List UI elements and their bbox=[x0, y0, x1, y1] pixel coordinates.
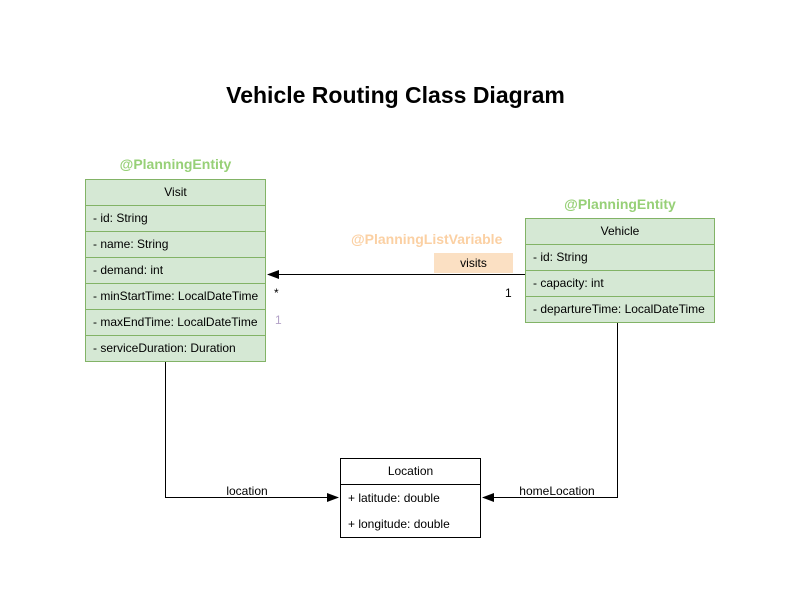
vehicle-planning-entity-annotation: @PlanningEntity bbox=[564, 196, 676, 212]
location-association-line bbox=[165, 361, 339, 502]
visit-attribute-demand: - demand: int bbox=[86, 257, 265, 283]
visit-attribute-min-start-time: - minStartTime: LocalDateTime bbox=[86, 283, 265, 309]
visits-association-label[interactable]: visits bbox=[434, 253, 513, 273]
visit-attribute-max-end-time: - maxEndTime: LocalDateTime bbox=[86, 309, 265, 335]
location-association-label: location bbox=[226, 484, 268, 498]
visit-attribute-service-duration: - serviceDuration: Duration bbox=[86, 335, 265, 361]
location-class-name: Location bbox=[387, 464, 434, 478]
diagram-title: Vehicle Routing Class Diagram bbox=[226, 82, 565, 108]
homelocation-association-label: homeLocation bbox=[519, 484, 595, 498]
visit-attribute-name: - name: String bbox=[86, 231, 265, 257]
visits-secondary-multiplicity: 1 bbox=[275, 313, 282, 327]
visits-target-multiplicity: * bbox=[274, 286, 279, 300]
vehicle-attribute-departure-time: - departureTime: LocalDateTime bbox=[526, 296, 714, 322]
location-attribute-longitude: + longitude: double bbox=[348, 517, 450, 531]
vehicle-class-name: Vehicle bbox=[600, 224, 640, 238]
visits-source-multiplicity: 1 bbox=[505, 286, 512, 300]
vehicle-attribute-capacity: - capacity: int bbox=[526, 270, 714, 296]
visit-class-box[interactable]: Visit - id: String - name: String - dema… bbox=[85, 179, 266, 362]
vehicle-class-box[interactable]: Vehicle - id: String - capacity: int - d… bbox=[525, 218, 715, 323]
visit-attribute-id: - id: String bbox=[86, 205, 265, 231]
visit-planning-entity-annotation: @PlanningEntity bbox=[119, 156, 232, 172]
location-attribute-latitude: + latitude: double bbox=[341, 484, 480, 511]
homelocation-association-line bbox=[482, 322, 618, 502]
planning-list-variable-annotation: @PlanningListVariable bbox=[351, 231, 503, 247]
location-class-box[interactable]: Location + latitude: double + longitude:… bbox=[340, 458, 481, 538]
vehicle-attribute-id: - id: String bbox=[526, 244, 714, 270]
visit-class-name: Visit bbox=[164, 185, 187, 199]
